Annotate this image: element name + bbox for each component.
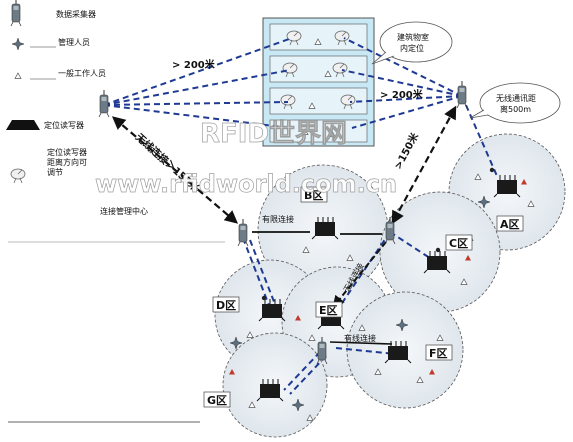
triangle-worker-icon <box>14 72 22 79</box>
antenna-collector-icon <box>98 89 110 118</box>
distance-label-right-diag: >150米 <box>391 130 421 172</box>
building <box>262 17 375 147</box>
zone-label-a: A区 <box>500 218 520 231</box>
zone-label-f: F区 <box>429 347 448 360</box>
zone-label-d: D区 <box>216 299 236 312</box>
legend-worker-label: 一般工作人员 <box>58 68 106 78</box>
legend-manager-label: 管理人员 <box>58 37 90 47</box>
callout-building-line2: 内定位 <box>400 43 424 53</box>
zone-label-e: E区 <box>319 304 338 317</box>
link-label-wired: 有限连接 <box>262 214 294 224</box>
legend: 数据采集器 管理人员 一般工作人员 定位读写器 定位读写器 距离方向可 调节 <box>6 0 106 184</box>
legend-reader-adjust-line1: 定位读写器 <box>47 147 87 157</box>
legend-item-manager: 管理人员 <box>11 37 90 51</box>
legend-reader-label: 定位读写器 <box>44 120 84 130</box>
legend-item-reader-adjust: 定位读写器 距离方向可 调节 <box>10 147 87 184</box>
legend-reader-adjust-line2: 距离方向可 <box>47 157 87 167</box>
legend-reader-adjust-line3: 调节 <box>47 168 63 177</box>
legend-collector-label: 数据采集器 <box>56 9 96 19</box>
callout-building: 建筑物室 内定位 <box>371 21 453 65</box>
zone-label-g: G区 <box>207 394 227 407</box>
watermark-bottom: www.rfidworld.com.cn <box>95 170 397 198</box>
zone-label-c: C区 <box>449 237 468 250</box>
callout-range: 无线通讯距 离500m <box>469 82 561 124</box>
legend-item-worker: 一般工作人员 <box>14 68 106 80</box>
antenna-collector-icon <box>237 218 249 247</box>
distance-label-top-left: > 200米 <box>172 58 216 71</box>
watermark-top: RFID世界网 <box>200 119 347 149</box>
link-label-wired-lower: 有线连接 <box>344 333 376 343</box>
star-manager-icon <box>11 37 25 51</box>
antenna-collector-icon <box>456 80 468 109</box>
antenna-collector-icon <box>10 0 22 27</box>
legend-item-collector: 数据采集器 <box>10 0 96 27</box>
center-label: 连接管理中心 <box>100 206 148 216</box>
callout-range-line1: 无线通讯距 <box>496 93 536 103</box>
distance-label-top-right: > 200米 <box>380 88 424 101</box>
legend-item-reader: 定位读写器 <box>6 120 84 130</box>
wired-links <box>111 105 457 345</box>
zone-label-b: B区 <box>304 189 323 202</box>
callout-building-line1: 建筑物室 <box>397 32 429 42</box>
callout-range-line2: 离500m <box>500 104 531 114</box>
satellite-dish-icon <box>10 168 26 184</box>
zone-labels: A区 B区 C区 D区 E区 F区 G区 <box>203 186 524 408</box>
